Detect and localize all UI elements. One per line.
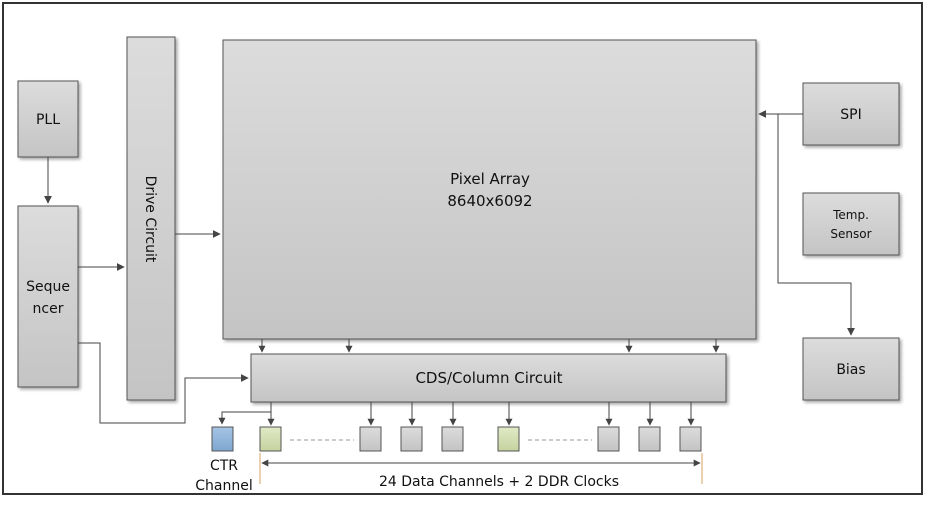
data-channels-dimension: [259, 453, 703, 484]
ddr-clock-square-1: [259, 426, 282, 452]
connections: [44, 110, 855, 426]
cds-to-ctr-arrow: [218, 402, 272, 425]
ctr-label-1: CTR: [210, 458, 238, 474]
data-channel-square: [359, 426, 382, 452]
spi-label: SPI: [840, 107, 861, 123]
data-channel-square: [679, 426, 702, 452]
pixel-array-label-1: Pixel Array: [450, 170, 530, 188]
sequencer-label-2: ncer: [33, 301, 64, 317]
pll-label: PLL: [36, 112, 60, 128]
data-channel-square: [441, 426, 464, 452]
data-channel-square: [597, 426, 620, 452]
ctr-channel-square: [211, 426, 234, 452]
drive-circuit-block: Drive Circuit: [126, 36, 176, 401]
temp-sensor-label-1: Temp.: [832, 208, 869, 222]
data-channels-label: 24 Data Channels + 2 DDR Clocks: [379, 474, 619, 490]
sequencer-label-1: Seque: [26, 279, 70, 295]
spi-to-bias-arrow: [777, 114, 855, 336]
data-channel-square: [400, 426, 423, 452]
data-channel-square: [638, 426, 661, 452]
output-channels: [211, 426, 702, 452]
temp-sensor-block: Temp. Sensor: [802, 192, 900, 256]
cds-column-label: CDS/Column Circuit: [415, 369, 562, 387]
ddr-clock-square-2: [497, 426, 520, 452]
bias-block: Bias: [802, 337, 900, 401]
pixel-array-label-2: 8640x6092: [447, 192, 532, 210]
temp-sensor-label-2: Sensor: [830, 227, 871, 241]
sequencer-block: Seque ncer: [17, 205, 79, 388]
pixel-array-block: Pixel Array 8640x6092: [222, 39, 757, 340]
cds-column-block: CDS/Column Circuit: [250, 353, 727, 403]
sequencer-to-cds-arrow: [78, 342, 249, 424]
chip-outline: [2, 2, 923, 495]
spi-block: SPI: [802, 82, 900, 146]
pll-block: PLL: [17, 80, 79, 158]
bias-label: Bias: [836, 362, 865, 378]
drive-circuit-label: Drive Circuit: [142, 176, 158, 263]
ctr-label-2: Channel: [195, 478, 252, 494]
